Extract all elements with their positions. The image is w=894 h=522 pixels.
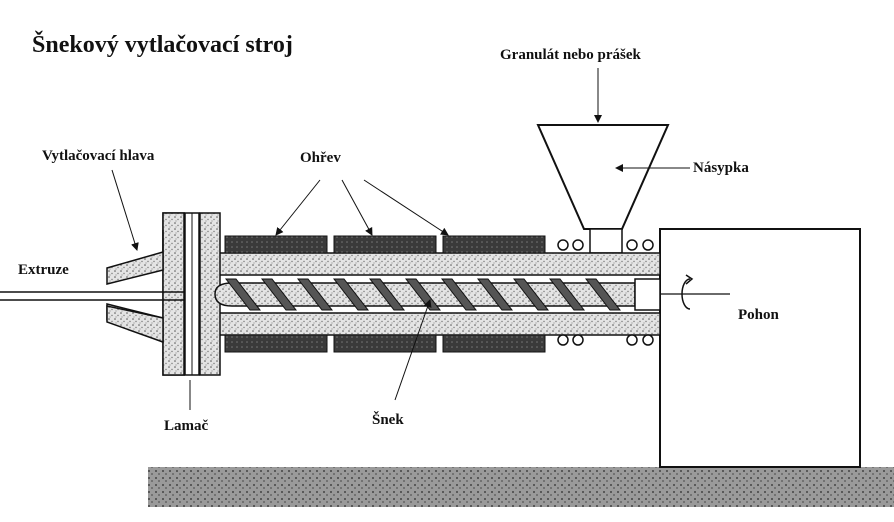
barrel-upper-wall xyxy=(199,252,661,276)
hopper xyxy=(536,124,670,230)
heater-bottom-2 xyxy=(333,334,437,353)
screw-shank xyxy=(634,278,661,311)
ground xyxy=(148,467,894,507)
heater-top-1 xyxy=(224,235,328,254)
barrel-lower-wall xyxy=(199,312,661,336)
heater-top-2 xyxy=(333,235,437,254)
hopper-throat xyxy=(589,228,623,254)
heater-bottom-3 xyxy=(442,334,546,353)
die-head-block xyxy=(162,212,185,376)
label-breaker-plate: Lamač xyxy=(164,418,209,434)
rotation-icon xyxy=(681,278,691,310)
screw-flights xyxy=(224,278,622,311)
label-extrusion: Extruze xyxy=(18,262,69,278)
leader-lines xyxy=(111,68,690,401)
label-die-head: Vytlačovací hlava xyxy=(42,148,155,164)
diagram-title: Šnekový vytlačovací stroj xyxy=(32,31,293,58)
cooling-coils xyxy=(557,239,654,346)
label-screw: Šnek xyxy=(372,411,404,428)
heater-bottom-1 xyxy=(224,334,328,353)
label-drive: Pohon xyxy=(738,307,780,323)
heater-top-3 xyxy=(442,235,546,254)
die-head-upper xyxy=(106,230,164,285)
die-head-bottom xyxy=(106,305,164,344)
label-input: Granulát nebo prášek xyxy=(500,47,642,63)
label-heating: Ohřev xyxy=(300,150,341,166)
label-hopper: Násypka xyxy=(693,160,749,176)
drive-housing xyxy=(659,228,861,468)
